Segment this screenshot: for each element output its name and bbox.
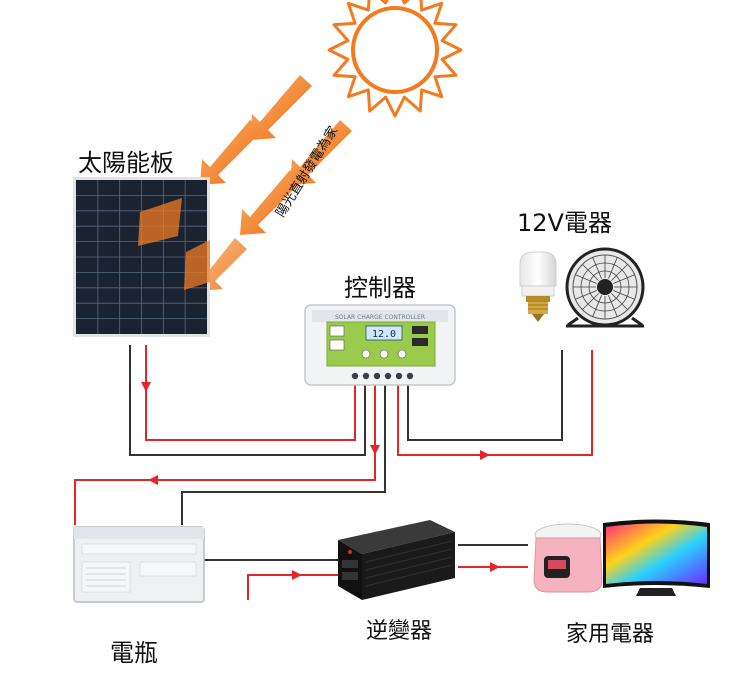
load-positive-wire (397, 350, 593, 456)
fan-grille-spoke (592, 295, 602, 317)
fan-grille-spoke (611, 293, 628, 310)
inverter-icon (338, 520, 455, 600)
solar-panel-label: 太陽能板 (78, 149, 174, 177)
home-appliances-label: 家用電器 (566, 622, 655, 647)
flow-arrow (292, 570, 302, 580)
flow-arrow (480, 450, 490, 460)
fan-grille-spoke (608, 257, 618, 279)
fan-grille-spoke (575, 290, 597, 300)
battery-inverter-positive (247, 574, 340, 600)
fan-grille-ring (588, 270, 622, 304)
sunlight-arrow (240, 170, 302, 235)
panel-negative-wire (129, 345, 366, 456)
controller-title: SOLAR CHARGE CONTROLLER (335, 314, 425, 321)
battery-negative-wire (181, 385, 386, 525)
load-negative-wire (407, 350, 563, 441)
fan-grille-spoke (613, 290, 635, 300)
flow-arrow (490, 562, 500, 572)
sunlight-arrow (200, 120, 262, 185)
inverter-label: 逆變器 (366, 619, 433, 644)
fan-grille-spoke (613, 274, 635, 284)
tv-icon (603, 519, 710, 596)
fan-icon (565, 247, 645, 328)
flow-arrow (141, 382, 151, 392)
rice-cooker-icon (533, 523, 603, 593)
fan-grille-spoke (592, 257, 602, 279)
sunlight-arrow (250, 75, 312, 140)
controller-label: 控制器 (344, 274, 416, 302)
current-arrows (141, 382, 500, 580)
fan-grille-ring (580, 262, 630, 312)
dc-12v-label: 12V電器 (517, 209, 612, 237)
battery-positive-wire (74, 385, 376, 525)
battery-icon (73, 526, 205, 603)
fan-grille-spoke (611, 264, 628, 281)
solar-panel (73, 177, 210, 337)
flow-arrow (148, 475, 158, 485)
sun-icon (327, 0, 463, 118)
fan-grille-spoke (582, 293, 599, 310)
charge-controller: SOLAR CHARGE CONTROLLER 12.0 (304, 304, 456, 386)
sunlight-arrow (290, 120, 352, 185)
controller-screen-value: 12.0 (372, 329, 396, 340)
flow-arrow (370, 445, 380, 455)
fan-grille-spoke (608, 295, 618, 317)
fan-grille-spoke (575, 274, 597, 284)
sun-ray-crown (327, 0, 463, 118)
led-bulb-icon (519, 251, 557, 322)
battery-label: 電瓶 (110, 639, 158, 667)
fan-grille-spoke (582, 264, 599, 281)
panel-positive-wire (145, 345, 356, 441)
